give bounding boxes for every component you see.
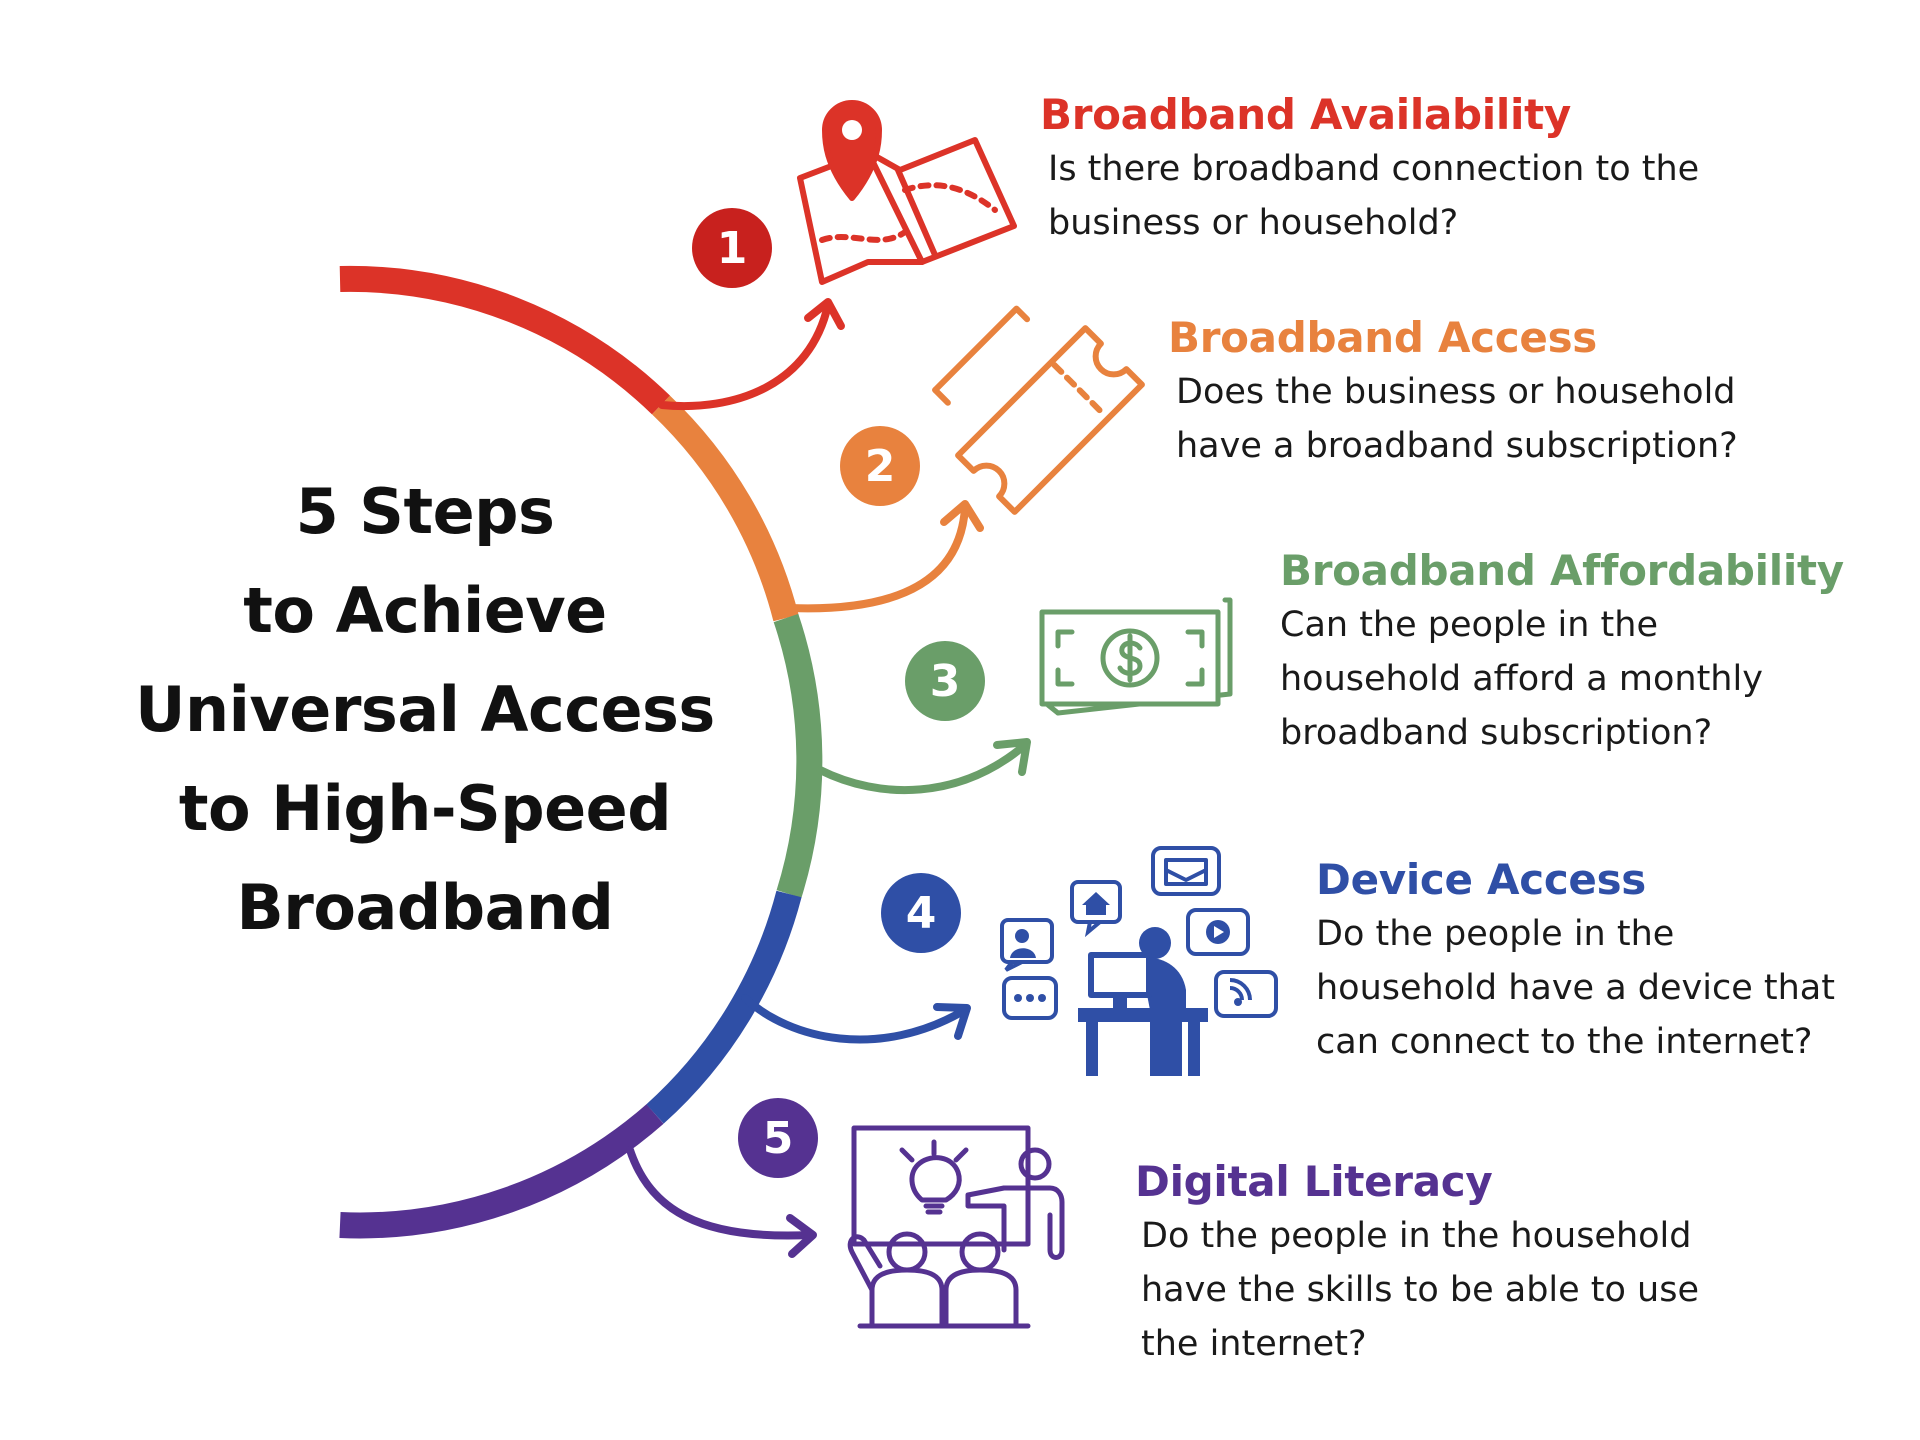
arrow-5 <box>626 1146 817 1258</box>
step-1-heading: Broadband Availability <box>1040 90 1571 139</box>
arc-segment-4 <box>646 890 802 1124</box>
map-pin-icon <box>797 100 1017 285</box>
arrow-3 <box>816 738 1031 795</box>
step-5-heading: Digital Literacy <box>1135 1157 1493 1206</box>
step-2-text: Broadband Access Does the business or ho… <box>1168 313 1888 473</box>
classroom-icon <box>847 1125 1065 1329</box>
step-3-text: Broadband Affordability Can the people i… <box>1280 546 1910 760</box>
step-1-description: Is there broadband connection to the bus… <box>1048 149 1700 243</box>
arrows <box>626 298 1031 1258</box>
main-title: 5 Steps to Achieve Universal Access to H… <box>100 462 750 957</box>
step-number-1-text: 1 <box>717 223 748 274</box>
step-number-5: 5 <box>738 1098 818 1178</box>
arc-segment-5 <box>339 1104 664 1239</box>
arrow-4 <box>741 994 971 1044</box>
step-1-text: Broadband Availability Is there broadban… <box>1040 90 1820 250</box>
step-number-4: 4 <box>881 873 961 953</box>
arrow-2 <box>786 500 984 613</box>
step-3-heading: Broadband Affordability <box>1280 546 1844 595</box>
dollar-bills-icon <box>1039 597 1233 716</box>
step-number-4-text: 4 <box>906 888 937 939</box>
step-number-1: 1 <box>692 208 772 288</box>
step-5-description: Do the people in the household have the … <box>1141 1216 1700 1364</box>
step-4-text: Device Access Do the people in the house… <box>1316 855 1906 1069</box>
step-number-2-text: 2 <box>865 441 896 492</box>
step-4-description: Do the people in the household have a de… <box>1316 914 1835 1062</box>
step-2-description: Does the business or household have a br… <box>1176 372 1738 466</box>
rainbow-arc <box>339 265 823 1239</box>
step-number-2: 2 <box>840 426 920 506</box>
step-number-3-text: 3 <box>930 656 961 707</box>
main-title-line-4: to High-Speed <box>178 772 672 845</box>
main-title-line-3: Universal Access <box>135 673 715 746</box>
step-4-heading: Device Access <box>1316 855 1647 904</box>
step-5-text: Digital Literacy Do the people in the ho… <box>1135 1157 1835 1371</box>
computer-user-icon <box>1000 846 1278 1076</box>
main-title-line-5: Broadband <box>236 871 614 944</box>
step-2-heading: Broadband Access <box>1168 313 1597 362</box>
main-title-line-1: 5 Steps <box>295 475 555 548</box>
arc-segment-1 <box>339 265 671 415</box>
arc-segment-2 <box>652 395 799 622</box>
step-number-3: 3 <box>905 641 985 721</box>
main-title-line-2: to Achieve <box>243 574 607 647</box>
ticket-icon <box>932 305 1145 515</box>
arrow-1 <box>658 298 845 410</box>
arc-segment-3 <box>773 613 823 898</box>
step-number-5-text: 5 <box>763 1113 794 1164</box>
step-3-description: Can the people in the household afford a… <box>1280 605 1763 753</box>
